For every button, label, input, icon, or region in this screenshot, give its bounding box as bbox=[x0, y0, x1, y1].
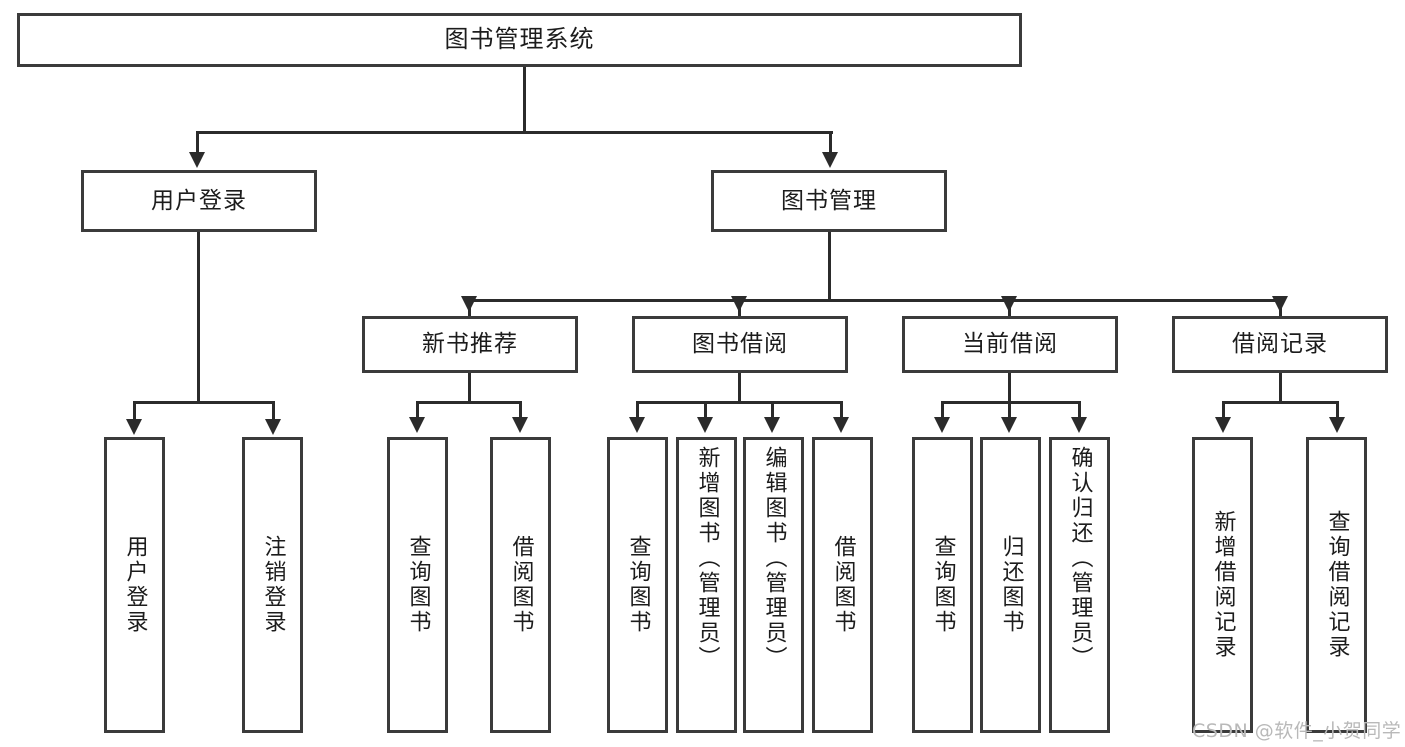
connector-user-login-stem bbox=[197, 232, 200, 404]
connector-book-borrow-stem bbox=[738, 373, 741, 404]
leaf-book-borrow-2[interactable]: 编辑图书（管理员） bbox=[743, 437, 804, 733]
connector-drop-leaf-current-borrow-1 bbox=[1008, 401, 1011, 419]
connector-current-borrow-stem bbox=[1008, 373, 1011, 404]
leaf-borrow-record-1[interactable]: 查询借阅记录 bbox=[1306, 437, 1367, 733]
connector-drop-book-mgmt bbox=[829, 131, 832, 155]
connector-drop-leaf-borrow-record-0 bbox=[1222, 401, 1225, 419]
node-label: 查询图书 bbox=[405, 535, 431, 635]
connector-book-mgmt-stem bbox=[828, 232, 831, 302]
connector-level2-bus bbox=[196, 131, 833, 134]
node-label: 新增借阅记录 bbox=[1210, 510, 1236, 660]
node-label: 当前借阅 bbox=[962, 331, 1058, 358]
node-label: 编辑图书（管理员） bbox=[761, 446, 787, 671]
node-user-login[interactable]: 用户登录 bbox=[81, 170, 317, 232]
arrow-current-borrow bbox=[1001, 296, 1017, 312]
node-label: 归还图书 bbox=[998, 535, 1024, 635]
node-label: 注销登录 bbox=[260, 535, 286, 635]
node-current-borrow[interactable]: 当前借阅 bbox=[902, 316, 1118, 373]
node-label: 图书管理 bbox=[781, 187, 877, 214]
arrow-leaf-user-login-1 bbox=[265, 419, 281, 435]
node-label: 借阅图书 bbox=[508, 535, 534, 635]
leaf-book-borrow-1[interactable]: 新增图书（管理员） bbox=[676, 437, 737, 733]
node-new-book-recommend[interactable]: 新书推荐 bbox=[362, 316, 578, 373]
node-label: 确认归还（管理员） bbox=[1067, 446, 1093, 671]
leaf-current-borrow-2[interactable]: 确认归还（管理员） bbox=[1049, 437, 1110, 733]
connector-drop-leaf-book-borrow-3 bbox=[840, 401, 843, 419]
arrow-leaf-borrow-record-0 bbox=[1215, 417, 1231, 433]
arrow-leaf-new-book-1 bbox=[512, 417, 528, 433]
node-label: 查询图书 bbox=[625, 535, 651, 635]
arrow-leaf-current-borrow-0 bbox=[934, 417, 950, 433]
arrow-book-mgmt bbox=[822, 152, 838, 168]
arrow-leaf-book-borrow-0 bbox=[629, 417, 645, 433]
arrow-leaf-borrow-record-1 bbox=[1329, 417, 1345, 433]
arrow-leaf-new-book-0 bbox=[409, 417, 425, 433]
arrow-book-borrow bbox=[731, 296, 747, 312]
connector-drop-leaf-new-book-1 bbox=[519, 401, 522, 419]
leaf-new-book-recommend-0[interactable]: 查询图书 bbox=[387, 437, 448, 733]
node-book-borrow[interactable]: 图书借阅 bbox=[632, 316, 848, 373]
arrow-leaf-current-borrow-1 bbox=[1001, 417, 1017, 433]
connector-drop-leaf-current-borrow-0 bbox=[941, 401, 944, 419]
node-label: 新书推荐 bbox=[422, 331, 518, 358]
connector-borrow-record-stem bbox=[1279, 373, 1282, 404]
connector-current-borrow-bus bbox=[941, 401, 1081, 404]
arrow-leaf-book-borrow-1 bbox=[697, 417, 713, 433]
arrow-leaf-current-borrow-2 bbox=[1071, 417, 1087, 433]
leaf-current-borrow-1[interactable]: 归还图书 bbox=[980, 437, 1041, 733]
arrow-leaf-book-borrow-2 bbox=[764, 417, 780, 433]
connector-drop-leaf-book-borrow-1 bbox=[704, 401, 707, 419]
node-label: 用户登录 bbox=[122, 535, 148, 635]
leaf-current-borrow-0[interactable]: 查询图书 bbox=[912, 437, 973, 733]
connector-borrow-record-bus bbox=[1222, 401, 1339, 404]
leaf-book-borrow-3[interactable]: 借阅图书 bbox=[812, 437, 873, 733]
connector-user-login-bus bbox=[133, 401, 275, 404]
node-root-system[interactable]: 图书管理系统 bbox=[17, 13, 1022, 67]
node-label: 图书管理系统 bbox=[444, 25, 595, 54]
arrow-leaf-book-borrow-3 bbox=[833, 417, 849, 433]
connector-drop-leaf-borrow-record-1 bbox=[1336, 401, 1339, 419]
connector-drop-leaf-book-borrow-0 bbox=[636, 401, 639, 419]
leaf-user-login-0[interactable]: 用户登录 bbox=[104, 437, 165, 733]
arrow-borrow-record bbox=[1272, 296, 1288, 312]
leaf-new-book-recommend-1[interactable]: 借阅图书 bbox=[490, 437, 551, 733]
connector-drop-leaf-user-login-1 bbox=[272, 401, 275, 421]
leaf-borrow-record-0[interactable]: 新增借阅记录 bbox=[1192, 437, 1253, 733]
node-borrow-record[interactable]: 借阅记录 bbox=[1172, 316, 1388, 373]
leaf-book-borrow-0[interactable]: 查询图书 bbox=[607, 437, 668, 733]
connector-new-book-bus bbox=[416, 401, 522, 404]
node-label: 借阅记录 bbox=[1232, 331, 1328, 358]
arrow-leaf-user-login-0 bbox=[126, 419, 142, 435]
connector-book-borrow-bus bbox=[636, 401, 843, 404]
node-label: 查询借阅记录 bbox=[1324, 510, 1350, 660]
node-label: 查询图书 bbox=[930, 535, 956, 635]
connector-new-book-stem bbox=[468, 373, 471, 404]
connector-drop-user-login bbox=[196, 131, 199, 155]
node-label: 新增图书（管理员） bbox=[694, 446, 720, 671]
arrow-new-book-recommend bbox=[461, 296, 477, 312]
connector-drop-leaf-book-borrow-2 bbox=[771, 401, 774, 419]
connector-drop-leaf-current-borrow-2 bbox=[1078, 401, 1081, 419]
arrow-user-login bbox=[189, 152, 205, 168]
node-book-management[interactable]: 图书管理 bbox=[711, 170, 947, 232]
node-label: 用户登录 bbox=[151, 187, 247, 214]
leaf-user-login-1[interactable]: 注销登录 bbox=[242, 437, 303, 733]
node-label: 图书借阅 bbox=[692, 331, 788, 358]
connector-root-stem bbox=[523, 67, 526, 131]
node-label: 借阅图书 bbox=[830, 535, 856, 635]
connector-drop-leaf-user-login-0 bbox=[133, 401, 136, 421]
connector-drop-leaf-new-book-0 bbox=[416, 401, 419, 419]
connector-level3-bus bbox=[468, 299, 1282, 302]
